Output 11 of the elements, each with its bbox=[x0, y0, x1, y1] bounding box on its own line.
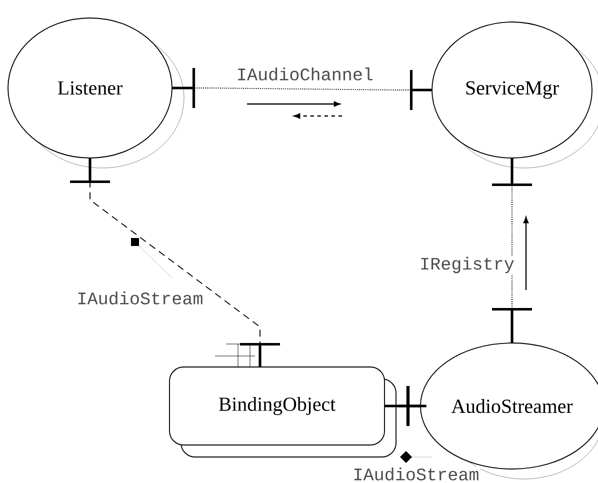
component-box: BindingObject bbox=[169, 366, 396, 458]
interface-connector bbox=[172, 68, 432, 110]
interface-connector bbox=[492, 158, 532, 343]
edge-label: IAudioStream bbox=[352, 466, 480, 482]
edge-label: IRegistry bbox=[418, 256, 516, 274]
node-label: AudioStreamer bbox=[451, 399, 573, 414]
interface-connector bbox=[70, 158, 280, 367]
edge-label: IAudioStream bbox=[76, 290, 204, 306]
interface-connector bbox=[384, 386, 428, 426]
edge-label: IAudioChannel bbox=[235, 66, 375, 82]
node-label: ServiceMgr bbox=[466, 81, 559, 99]
